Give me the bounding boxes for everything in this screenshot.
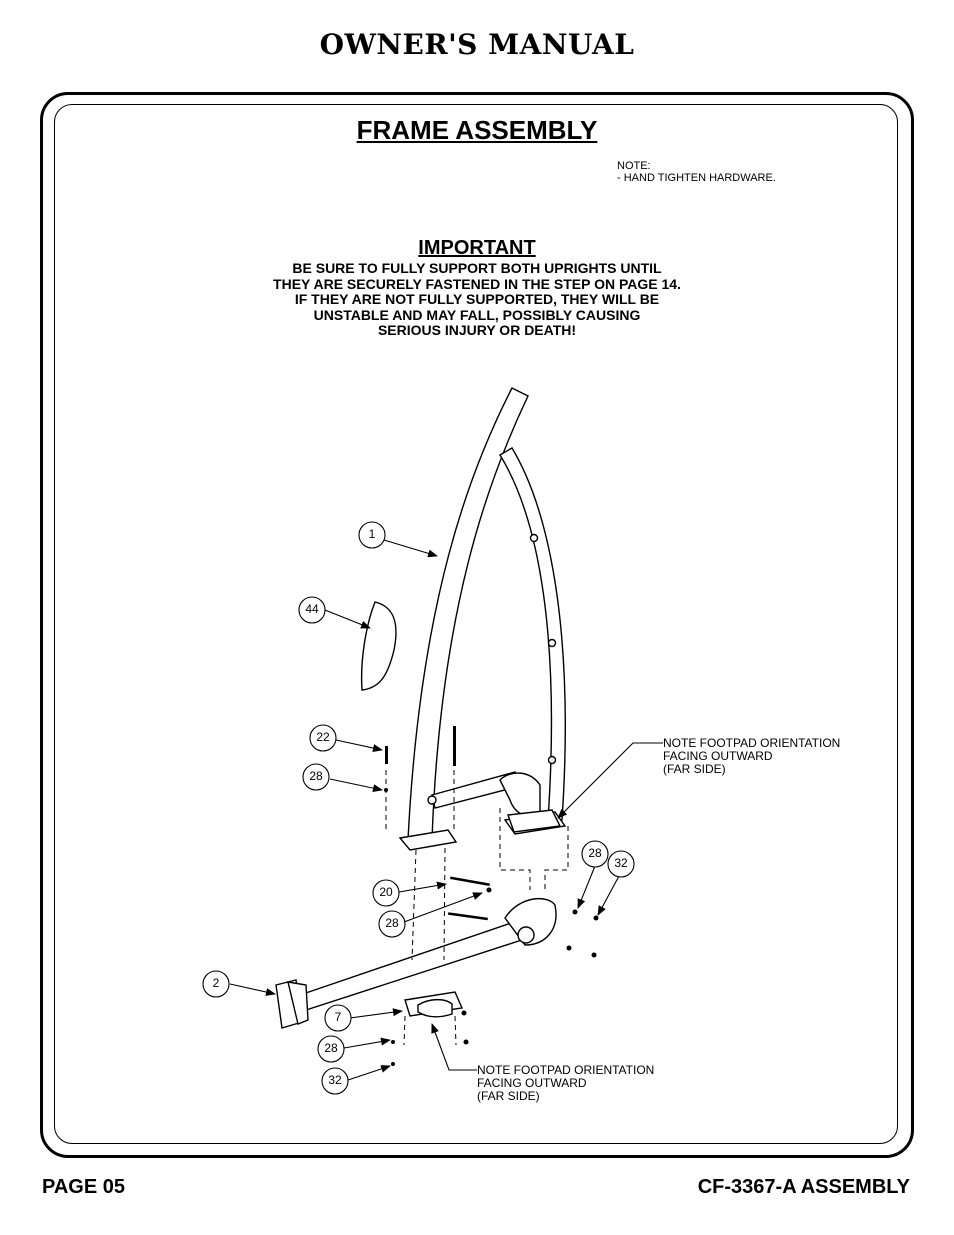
inner-frame: [54, 104, 898, 1144]
leader-lines: [229, 539, 663, 1081]
callout-line: (FAR SIDE): [663, 762, 726, 776]
footpad-orientation-note-top: NOTE FOOTPAD ORIENTATION FACING OUTWARD …: [663, 737, 840, 776]
upright-frame: [275, 387, 567, 1029]
part-bubble-20: [372, 879, 400, 907]
callout-line: FACING OUTWARD: [477, 1076, 587, 1090]
part-bubble-7: [324, 1004, 352, 1032]
part-bubble-1: [358, 521, 386, 549]
part-label: 28: [385, 916, 399, 930]
model-assembly-label: CF-3367-A ASSEMBLY: [697, 1176, 910, 1198]
part-label: 2: [213, 976, 220, 990]
warning-line: SERIOUS INJURY OR DEATH!: [377, 322, 577, 338]
part-bubble-28-right: [581, 840, 609, 868]
part-number-bubbles: [202, 521, 635, 1095]
part-label: 7: [335, 1010, 342, 1024]
callout-line: FACING OUTWARD: [663, 749, 773, 763]
page-number: PAGE 05: [42, 1176, 125, 1198]
part-number-labels: 1 44 22 28 20 28 2 7 28 32 28 32: [213, 527, 628, 1087]
callout-line: NOTE FOOTPAD ORIENTATION: [477, 1063, 655, 1077]
part-bubble-2: [202, 970, 230, 998]
part-bubble-32-lower: [321, 1067, 349, 1095]
part-bubble-28-upper: [302, 763, 330, 791]
outer-frame: [40, 92, 914, 1158]
footpad-orientation-note-bottom: NOTE FOOTPAD ORIENTATION FACING OUTWARD …: [477, 1064, 654, 1103]
part-label: 28: [309, 769, 323, 783]
warning-line: UNSTABLE AND MAY FALL, POSSIBLY CAUSING: [313, 306, 641, 323]
part-label: 32: [328, 1073, 342, 1087]
part-label: 22: [316, 730, 330, 744]
note-item: - HAND TIGHTEN HARDWARE.: [617, 172, 776, 184]
part-bubble-32-right: [607, 850, 635, 878]
part-bubble-28-lower: [317, 1035, 345, 1063]
part-bubble-44: [298, 596, 326, 624]
callout-line: NOTE FOOTPAD ORIENTATION: [663, 736, 841, 750]
dashed-guides: [385, 770, 569, 1046]
part-bubble-28-middle: [378, 910, 406, 938]
section-title: FRAME ASSEMBLY: [356, 115, 598, 145]
part-label: 28: [324, 1041, 338, 1055]
warning-line: BE SURE TO FULLY SUPPORT BOTH UPRIGHTS U…: [292, 260, 662, 276]
important-heading: IMPORTANT: [418, 237, 536, 259]
warning-line: THEY ARE SECURELY FASTENED IN THE STEP O…: [273, 275, 681, 292]
callout-line: (FAR SIDE): [477, 1089, 540, 1103]
warning-line: IF THEY ARE NOT FULLY SUPPORTED, THEY WI…: [294, 291, 660, 307]
part-label: 20: [379, 885, 393, 899]
part-label: 32: [614, 856, 628, 870]
part-label: 28: [588, 846, 602, 860]
manual-title: OWNER'S MANUAL: [319, 28, 635, 61]
note-label: NOTE:: [617, 160, 651, 172]
part-label: 1: [369, 527, 376, 541]
note-block: NOTE: - HAND TIGHTEN HARDWARE.: [617, 160, 776, 184]
part-bubble-22: [309, 724, 337, 752]
important-warning: BE SURE TO FULLY SUPPORT BOTH UPRIGHTS U…: [200, 260, 754, 339]
part-label: 44: [305, 602, 319, 616]
